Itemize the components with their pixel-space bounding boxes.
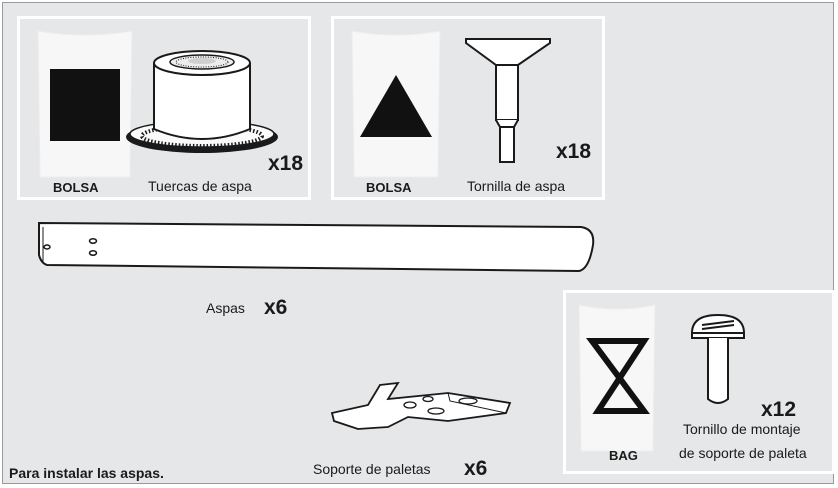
- bag-label: BOLSA: [366, 180, 412, 195]
- triangle-symbol: [360, 75, 432, 137]
- quantity-label: x18: [268, 152, 304, 175]
- bag-icon: [37, 30, 133, 178]
- bag-label: BAG: [609, 448, 638, 463]
- bag-icon: [578, 304, 656, 452]
- blades-quantity: x6: [264, 296, 288, 319]
- part-caption-line2: de soporte de paleta: [679, 445, 807, 461]
- quantity-label: x12: [761, 398, 797, 421]
- square-symbol: [50, 69, 120, 141]
- bracket-caption: Soporte de paletas: [313, 461, 431, 477]
- part-caption: Tornilla de aspa: [467, 178, 566, 194]
- bag-icon: [351, 30, 441, 178]
- bracket-quantity: x6: [464, 457, 488, 480]
- blade-nut-icon: [126, 50, 278, 153]
- blade-screw-icon: [465, 38, 551, 163]
- mounting-screws-panel: BAG x12 Tornillo de montaje de soporte d…: [563, 290, 835, 474]
- blade-screws-panel: BOLSA x18 Tornilla de aspa: [331, 16, 605, 200]
- install-instruction: Para instalar las aspas.: [9, 465, 164, 481]
- mounting-screw-icon: [690, 313, 746, 404]
- part-caption-line1: Tornillo de montaje: [683, 421, 801, 437]
- blade-bracket-icon: [330, 381, 512, 430]
- bag-label: BOLSA: [53, 180, 99, 195]
- fan-blade-icon: [38, 221, 595, 273]
- blades-caption: Aspas: [206, 300, 245, 316]
- hourglass-symbol: [586, 338, 650, 414]
- blade-nuts-panel: BOLSA x18 Tuercas de aspa: [17, 16, 311, 200]
- quantity-label: x18: [556, 140, 592, 163]
- part-caption: Tuercas de aspa: [148, 178, 252, 194]
